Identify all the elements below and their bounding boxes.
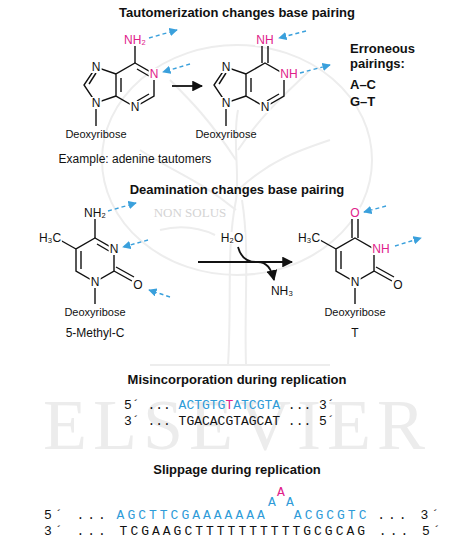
section-title: Misincorporation during replication	[128, 373, 347, 388]
thymine-bond	[340, 251, 341, 269]
reaction-arrow	[238, 247, 256, 262]
tree-stroke	[160, 228, 215, 235]
cytosine-bond	[80, 251, 81, 269]
atom-label: NH₂	[123, 34, 147, 46]
sequence-bases: ACGCGTC	[294, 508, 370, 523]
atom-label: NH	[255, 34, 274, 46]
strand-end: 5´ ...	[44, 508, 109, 523]
atom-label: N	[90, 276, 101, 288]
adenine-tautomer-bond	[250, 78, 251, 92]
adenine-bond	[134, 46, 135, 63]
atom-label: H₃C	[297, 232, 321, 244]
hydrogen-bond-arrow	[364, 206, 386, 212]
sequence-bases: AGCTTCGAAAAAAA	[117, 508, 268, 523]
cytosine-bond	[116, 267, 134, 277]
hydrogen-bond-arrow	[395, 238, 421, 246]
watermark-motto: NON SOLUS	[154, 206, 227, 221]
hydrogen-bond-arrow	[108, 203, 136, 211]
caption-label: Example: adenine tautomers	[59, 153, 212, 167]
atom-label: O	[392, 279, 403, 291]
cytosine-bond	[60, 240, 76, 249]
reaction-arrow	[258, 262, 274, 280]
atom-label: N	[221, 61, 232, 73]
adenine-bond	[89, 73, 96, 84]
thymine-bond	[351, 219, 352, 238]
reagent-label: H₂O	[220, 232, 245, 244]
sequence-row: 5´ ... AGCTTCGAAAAAAA ACGCGTC ... 3´	[44, 508, 442, 524]
sequence-row: 5´ ... ACTGTGTATCGTA ... 3´	[124, 398, 335, 414]
cytosine-bond	[114, 271, 132, 281]
cytosine-bond	[94, 219, 95, 238]
thymine-bond	[374, 271, 392, 281]
adenine-tautomer-bond	[219, 73, 226, 84]
adenine-tautomer-bond	[261, 46, 262, 63]
adenine-tautomer-bond	[267, 94, 279, 101]
base-name: T	[351, 327, 358, 341]
atom-label: N	[260, 101, 271, 113]
sugar-label: Deoxyribose	[324, 306, 385, 319]
tree-stroke	[242, 200, 246, 365]
template-strand: 3´ ... TCGAAGCTTTTTTTTTTGCGCAG ... 5´	[44, 524, 444, 539]
atom-label: N	[149, 68, 160, 80]
sugar-label: Deoxyribose	[64, 306, 125, 319]
atom-label: NH	[279, 68, 298, 80]
thymine-bond	[376, 267, 394, 277]
hydrogen-bond-arrow	[149, 30, 177, 38]
atom-label: O	[132, 279, 143, 291]
tree-stroke	[170, 80, 236, 160]
adenine-bonds	[84, 46, 154, 126]
looped-base: A	[268, 496, 276, 511]
hydrogen-bond-arrow	[149, 290, 170, 297]
strand-end: 5´ ...	[124, 398, 171, 413]
looped-base: A	[286, 496, 294, 511]
sequence-row: 3´ ... TGACACGTAGCAT ... 5´	[124, 414, 335, 430]
template-strand: 3´ ... TGACACGTAGCAT ... 5´	[124, 414, 335, 429]
sequence-bases: ATCGTA	[233, 398, 280, 413]
atom-label: H₃C	[38, 232, 62, 244]
section-title: Deamination changes base pairing	[130, 183, 345, 198]
adenine-bond	[137, 94, 149, 101]
atom-label: N	[130, 101, 141, 113]
base-name: 5-Methyl-C	[66, 327, 125, 341]
adenine-bond	[137, 69, 149, 76]
adenine-tautomer-bonds	[214, 46, 284, 126]
reaction-arrow	[198, 261, 292, 263]
section-title: Tautomerization changes base pairing	[119, 6, 355, 21]
looped-base: A	[277, 486, 285, 501]
sequence-row: 3´ ... TCGAAGCTTTTTTTTTTGCGCAG ... 5´	[44, 524, 444, 540]
adenine-bond	[120, 78, 121, 92]
sugar-label: Deoxyribose	[195, 128, 256, 141]
atom-label: N	[221, 97, 232, 109]
atom-label: N	[91, 61, 102, 73]
product-label: NH₃	[270, 285, 294, 297]
strand-end: ... 3´	[377, 508, 442, 523]
hydrogen-bond-arrow	[163, 64, 190, 72]
note-heading: Erroneous pairings:	[350, 42, 442, 72]
hydrogen-bond-arrow	[123, 240, 148, 247]
thymine-bond	[320, 240, 336, 249]
atom-label: NH₂	[83, 207, 107, 219]
tree-stroke	[150, 364, 330, 366]
strand-end: ... 3´	[288, 398, 335, 413]
sugar-label: Deoxyribose	[65, 128, 126, 141]
cytosine-bonds	[60, 219, 134, 304]
hydrogen-bond-arrow	[300, 65, 330, 73]
pairing-label: A–C	[350, 78, 376, 93]
sequence-bases: ACTGTG	[179, 398, 226, 413]
reaction-arrow	[172, 85, 202, 87]
atom-label: N	[350, 276, 361, 288]
section-title: Slippage during replication	[153, 463, 321, 478]
atom-label: O	[349, 207, 360, 219]
cytosine-bond	[97, 244, 109, 251]
thymine-bonds	[320, 219, 394, 304]
adenine-tautomer-bond	[267, 46, 268, 63]
thymine-bond	[357, 219, 358, 238]
atom-label: NH	[371, 243, 390, 255]
atom-label: N	[91, 97, 102, 109]
hydrogen-bond-arrow	[279, 31, 306, 38]
mismatch-base: T	[225, 398, 233, 413]
pairing-label: G–T	[350, 95, 375, 110]
atom-label: N	[109, 243, 120, 255]
